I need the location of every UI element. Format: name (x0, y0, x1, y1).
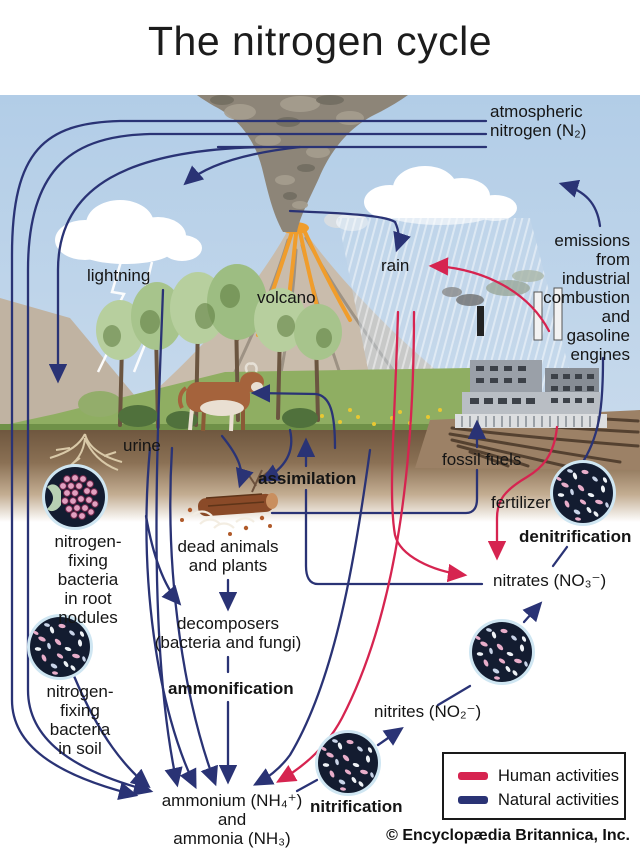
natural-activities-swatch (458, 796, 488, 804)
human-activities-swatch (458, 772, 488, 780)
label-fertilizer: fertilizer (491, 493, 551, 512)
legend-item-human: Human activities (458, 764, 624, 788)
copyright-notice: © Encyclopædia Britannica, Inc. (386, 827, 630, 844)
label-decomposers: decomposers (bacteria and fungi) (154, 614, 302, 652)
label-volcano: volcano (257, 288, 316, 307)
label-root-nodule-bacteria: nitrogen- fixing bacteria in root nodule… (54, 532, 122, 627)
nitrifying-bacteria-micrograph-lower (315, 730, 381, 796)
label-urine: urine (123, 436, 161, 455)
dead-animals-pile (180, 469, 278, 536)
root-nodule-micrograph (41, 463, 109, 531)
cloud-left (55, 200, 202, 264)
denitrifying-bacteria-micrograph (550, 460, 616, 526)
flow-arrows (10, 119, 605, 801)
label-nitrates: nitrates (NO₃⁻) (493, 571, 607, 590)
diagram-title: The nitrogen cycle (147, 18, 492, 64)
label-nitrites: nitrites (NO₂⁻) (374, 702, 482, 721)
trees (96, 264, 342, 429)
volcano-smoke (197, 95, 408, 232)
natural-flow-paths (10, 119, 605, 801)
label-assimilation: assimilation (258, 469, 357, 488)
cow (177, 362, 264, 432)
legend: Human activities Natural activities (442, 752, 626, 820)
legend-label: Natural activities (498, 790, 620, 809)
nitrifying-bacteria-micrograph-upper (469, 619, 535, 685)
label-ammonium: ammonium (NH₄⁺) and ammonia (NH₃) (161, 791, 303, 848)
legend-label: Human activities (498, 766, 620, 785)
factory (442, 270, 607, 428)
label-soil-bacteria: nitrogen- fixing bacteria in soil (46, 682, 114, 758)
label-nitrification: nitrification (310, 797, 403, 816)
label-fossil-fuels: fossil fuels (442, 450, 522, 469)
human-flow-paths (276, 257, 559, 783)
label-ammonification: ammonification (168, 679, 294, 698)
label-rain: rain (381, 256, 410, 275)
legend-item-natural: Natural activities (458, 788, 624, 812)
label-denitrification: denitrification (519, 527, 632, 546)
label-emissions: emissions from industrial combustion and… (543, 231, 630, 364)
label-lightning: lightning (87, 266, 151, 285)
label-dead-animals: dead animals and plants (177, 537, 279, 575)
label-atmospheric-nitrogen: atmospheric nitrogen (N₂) (490, 102, 587, 140)
